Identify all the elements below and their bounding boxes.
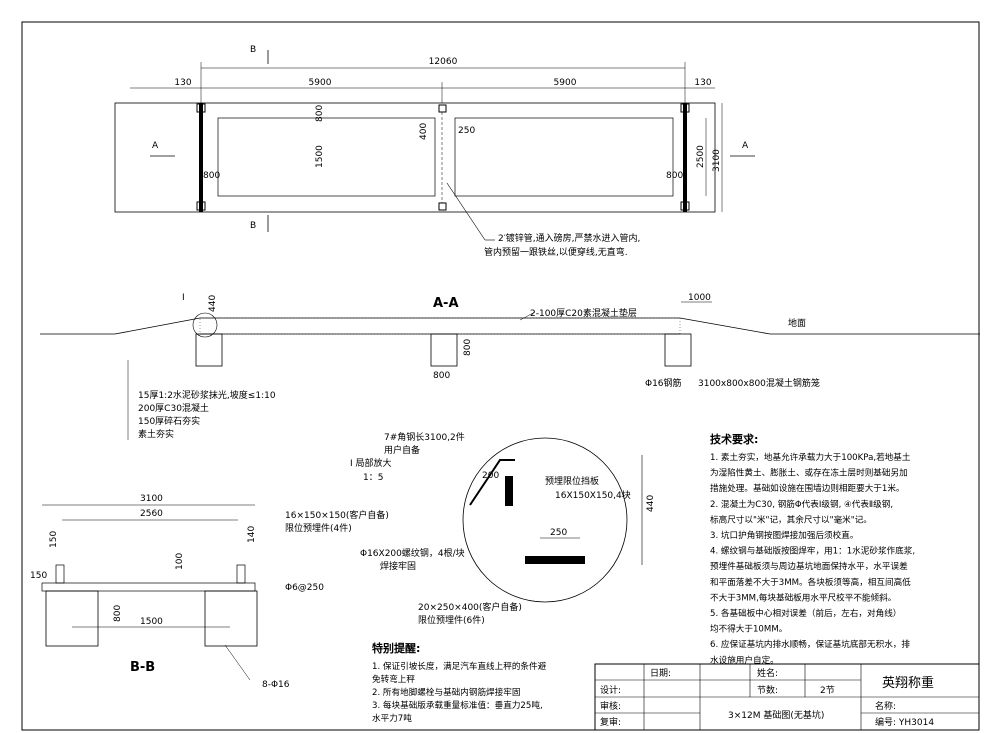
tech-line: 3. 坑口护角钢按图焊接加强后须校直。 [710, 529, 858, 541]
tb-company: 英翔称重 [882, 675, 934, 691]
tech-requirements: 技术要求: 1. 素土夯实，地基允许承载力大于100KPa,若地基土为湿陷性黄土… [710, 432, 915, 666]
section-b-bottom: B [250, 221, 256, 231]
gap-w: 250 [458, 126, 475, 136]
detail-scale: 1：5 [363, 473, 383, 483]
gap-h: 400 [419, 123, 429, 140]
tb-drawing: 3×12M 基础图(无基坑) [728, 709, 824, 721]
bb-plate-2: 限位预埋件(4件) [285, 522, 352, 534]
special-title: 特别提醒: [372, 641, 420, 655]
tb-name: 姓名: [757, 667, 778, 679]
bb-plate: 16×150×150(客户自备) [285, 509, 389, 521]
pad-right: 800 [666, 171, 683, 181]
dim-200: 200 [482, 471, 499, 481]
special-line: 2. 所有地脚螺栓与基础内钢筋焊接牢固 [372, 686, 520, 698]
bb-140: 140 [247, 526, 257, 543]
pipe-note-1: 2′镀锌管,通入磅房,严禁水进入管内, [498, 232, 640, 244]
bb-150: 150 [49, 531, 59, 548]
pier-height: 800 [463, 339, 473, 356]
bb-150b: 150 [30, 571, 47, 581]
tb-code: 编号: YH3014 [875, 716, 934, 728]
section-bb: B-B 3100 2560 150 140 100 800 1500 150 1… [30, 494, 389, 690]
tb-section-val: 2节 [820, 685, 835, 696]
layer-4: 素土夯实 [138, 428, 174, 440]
side-right-dim: 130 [694, 78, 711, 88]
bb-800: 800 [113, 605, 123, 622]
tech-line: 预埋件基础板须与周边基坑地面保持水平，水平误差 [710, 560, 908, 572]
dim-440: 440 [208, 295, 218, 312]
special-line: 1. 保证引坡长度，满足汽车直线上秤的条件避 [372, 660, 547, 672]
plate-size: 16X150X150,4块 [555, 489, 631, 501]
angle-note: 7#角钢长3100,2件 [384, 431, 465, 443]
rebar-note: Φ16钢筋 [645, 377, 682, 389]
title-block: 日期: 姓名: 设计: 节数: 2节 审核: 复审: 英翔称重 3×12M 基础… [594, 663, 980, 731]
tech-title: 技术要求: [710, 432, 758, 446]
tb-recheck: 复审: [600, 716, 621, 728]
half-left-dim: 5900 [309, 78, 332, 88]
right-3100: 3100 [712, 149, 722, 172]
side-left-dim: 130 [174, 78, 191, 88]
plan-view: 12060 130 5900 5900 130 B B A A 800 1500… [114, 45, 755, 258]
tech-line: 标高尺寸以"米"记，其余尺寸以"毫米"记。 [710, 513, 872, 525]
ground-label: 地面 [788, 317, 806, 329]
pier-width: 800 [433, 371, 450, 381]
inner-h2: 1500 [315, 145, 325, 168]
embed-note-2: 限位预埋件(6件) [418, 614, 485, 626]
tech-line: 2. 混凝土为C30, 钢筋Φ代表Ⅰ级钢, ④代表Ⅱ级钢, [710, 498, 893, 510]
bolt-note: Φ16X200螺纹钢，4根/块 [360, 547, 465, 559]
slab-note: 2-100厚C20素混凝土垫层 [530, 307, 637, 319]
tb-section: 节数: [757, 684, 778, 696]
section-a-right: A [742, 141, 749, 151]
tech-line: 4. 螺纹钢与基础版按图焊牢，用1：1水泥砂浆作底浆, [710, 545, 915, 557]
tech-line: 措施处理。基础如设施在围墙边则相距要大于1米。 [710, 482, 905, 494]
special-line: 免转弯上秤 [372, 673, 415, 685]
tb-design: 设计: [600, 684, 621, 696]
half-right-dim: 5900 [554, 78, 577, 88]
layer-3: 150厚碎石夯实 [138, 415, 200, 427]
tech-line: 1. 素土夯实，地基允许承载力大于100KPa,若地基土 [710, 451, 911, 463]
right-2500: 2500 [696, 145, 706, 168]
tech-line: 均不得大于10MM。 [710, 623, 787, 635]
detail-mark: I [182, 293, 185, 303]
bb-1500: 1500 [140, 617, 163, 627]
detail-title: I 局部放大 [350, 457, 392, 469]
section-aa: A-A I 440 1000 地面 2-100厚C20素混凝土垫层 800 80… [40, 293, 980, 440]
pipe-note-2: 管内预留一跟铁丝,以便穿线,无直弯. [484, 246, 628, 258]
angle-note-2: 用户自备 [384, 444, 420, 456]
bb-100: 100 [175, 553, 185, 570]
dim-440-detail: 440 [646, 495, 656, 512]
tech-line: 和平面落差不大于3MM。各块板须等高，相互间高低 [710, 576, 911, 588]
bb-overall: 3100 [140, 494, 163, 504]
cage-note: 3100x800x800混凝土钢筋笼 [698, 377, 820, 389]
detail-i: I 局部放大 1：5 7#角钢长3100,2件 用户自备 预埋限位挡板 16X1… [350, 431, 656, 626]
special-line: 水平力7吨 [372, 712, 412, 724]
pad-left: 800 [203, 171, 220, 181]
special-line: 3. 每块基础版承载重量标准值：垂直力25吨, [372, 699, 543, 711]
section-bb-title: B-B [130, 660, 155, 675]
tech-line: 5. 各基础板中心相对误差（前后，左右，对角线） [710, 607, 901, 619]
tb-title-label: 名称: [875, 700, 896, 712]
tech-line: 水设施用户自定。 [710, 654, 779, 666]
dim-250: 250 [550, 528, 567, 538]
tb-date: 日期: [650, 668, 671, 679]
section-b-top: B [250, 45, 256, 55]
bb-rebar: Φ6@250 [285, 583, 324, 593]
tech-line: 不大于3MM,每块基础板用水平尺校平不能倾斜。 [710, 591, 896, 603]
tech-line: 6. 应保证基坑内排水顺畅，保证基坑底部无积水，排 [710, 638, 910, 650]
tech-line: 为湿陷性黄土、膨胀土、或存在冻土层时则基础另加 [710, 467, 908, 479]
layer-1: 15厚1:2水泥砂浆抹光,坡度≤1:10 [138, 389, 276, 401]
section-a-left: A [152, 141, 159, 151]
weld-note: 焊接牢固 [380, 560, 416, 572]
dim-1000: 1000 [688, 293, 711, 303]
layer-2: 200厚C30混凝土 [138, 402, 209, 414]
bb-main-bar: 8-Φ16 [262, 680, 290, 690]
overall-length: 12060 [429, 57, 458, 67]
bb-inner: 2560 [140, 509, 163, 519]
plate-note: 预埋限位挡板 [545, 475, 599, 487]
tb-review: 审核: [600, 700, 621, 712]
embed-note: 20×250×400(客户自备) [418, 601, 522, 613]
inner-h1: 800 [315, 105, 325, 122]
section-aa-title: A-A [433, 296, 459, 311]
